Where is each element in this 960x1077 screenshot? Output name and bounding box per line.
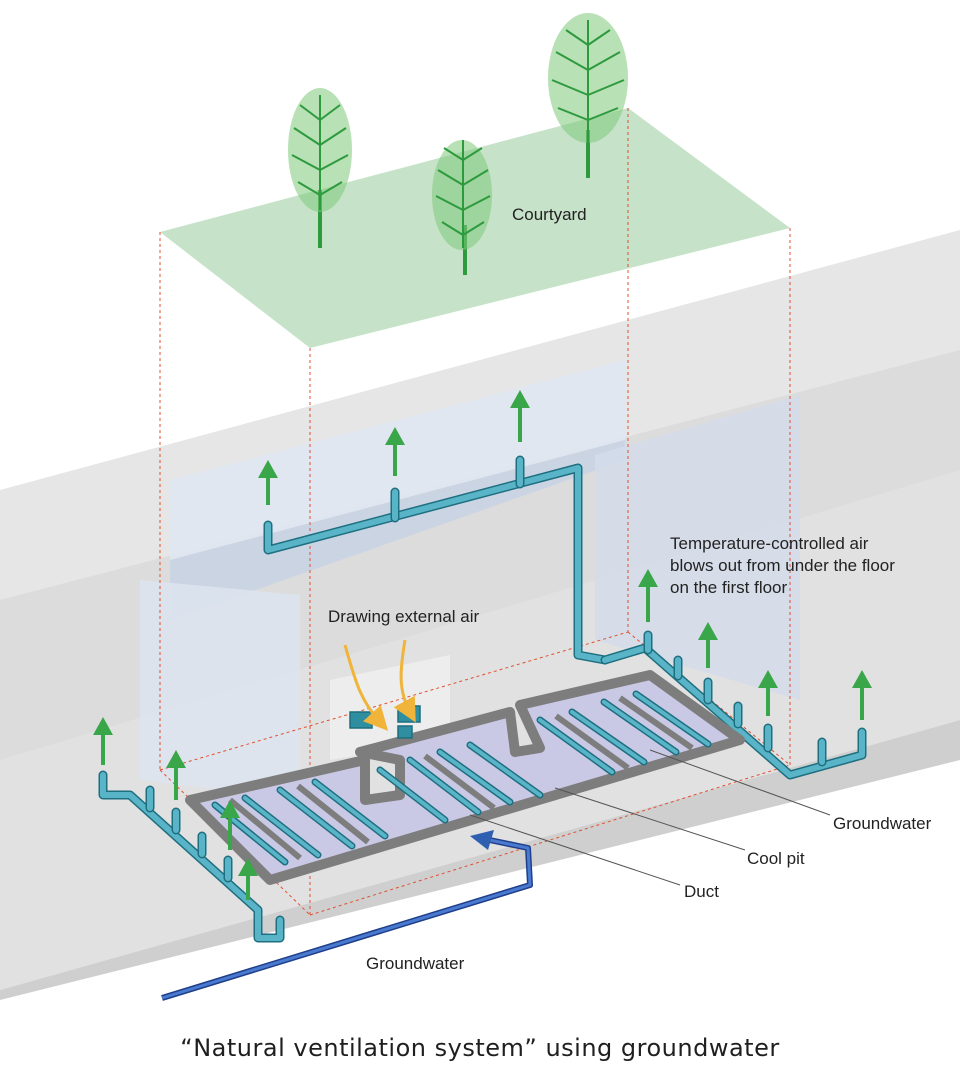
left-duct bbox=[98, 770, 285, 943]
tree-icon bbox=[432, 140, 492, 275]
groundwater-right-label: Groundwater bbox=[833, 814, 932, 833]
diagram-caption: “Natural ventilation system” using groun… bbox=[180, 1034, 780, 1062]
drawing-air-label: Drawing external air bbox=[328, 607, 480, 626]
groundwater-pipe bbox=[161, 830, 533, 1001]
tree-icon bbox=[548, 13, 628, 178]
temp-air-label-line2: blows out from under the floor bbox=[670, 556, 895, 575]
upper-duct bbox=[263, 455, 610, 665]
courtyard-label: Courtyard bbox=[512, 205, 587, 224]
cool-pit bbox=[185, 670, 745, 885]
temp-air-label-line1: Temperature-controlled air bbox=[670, 534, 869, 553]
cool-pit-label: Cool pit bbox=[747, 849, 805, 868]
tree-icon bbox=[288, 88, 352, 248]
leader-lines bbox=[469, 749, 831, 886]
green-up-arrow-icons bbox=[93, 390, 872, 900]
duct-label: Duct bbox=[684, 882, 719, 901]
right-duct bbox=[600, 630, 867, 780]
intake-arrow bbox=[343, 639, 416, 731]
groundwater-bottom-label: Groundwater bbox=[366, 954, 465, 973]
temp-air-label-line3: on the first floor bbox=[670, 578, 788, 597]
